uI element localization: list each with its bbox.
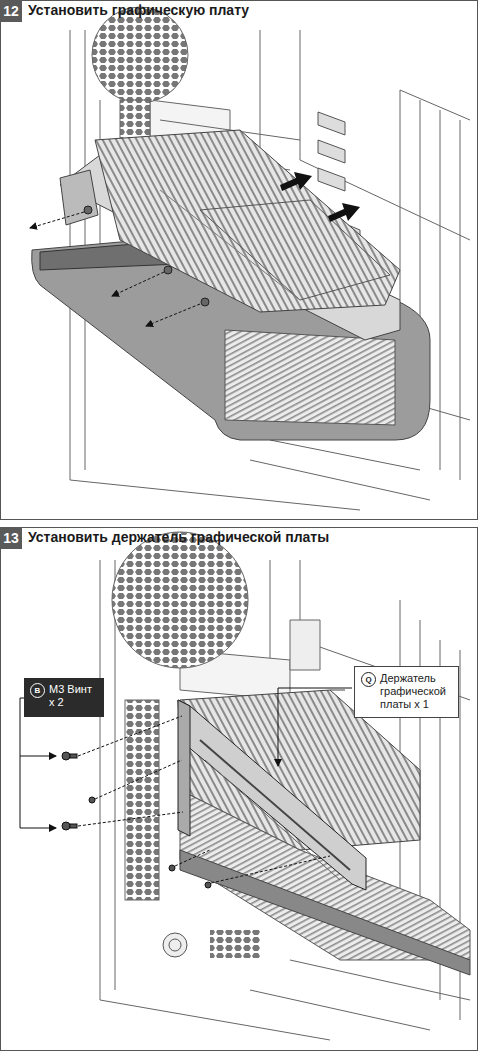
step-number: 13Установить держатель графической платы bbox=[0, 527, 22, 549]
part-callout: B M3 Винт x 2 bbox=[24, 678, 104, 717]
part-letter: Q bbox=[361, 672, 376, 687]
step-heading: Установить графическую плату bbox=[28, 2, 249, 18]
step-number: 12Установить графическую плату bbox=[0, 0, 22, 22]
step-number-text: 13 bbox=[3, 530, 19, 546]
part-callout: Q Держатель графической платы x 1 bbox=[354, 666, 459, 718]
part-description: Держатель графической платы x 1 bbox=[380, 672, 452, 712]
step-number-text: 12 bbox=[3, 3, 19, 19]
step-heading: Установить держатель графической платы bbox=[28, 529, 329, 545]
part-letter: B bbox=[30, 683, 45, 698]
part-description: M3 Винт x 2 bbox=[49, 683, 96, 709]
